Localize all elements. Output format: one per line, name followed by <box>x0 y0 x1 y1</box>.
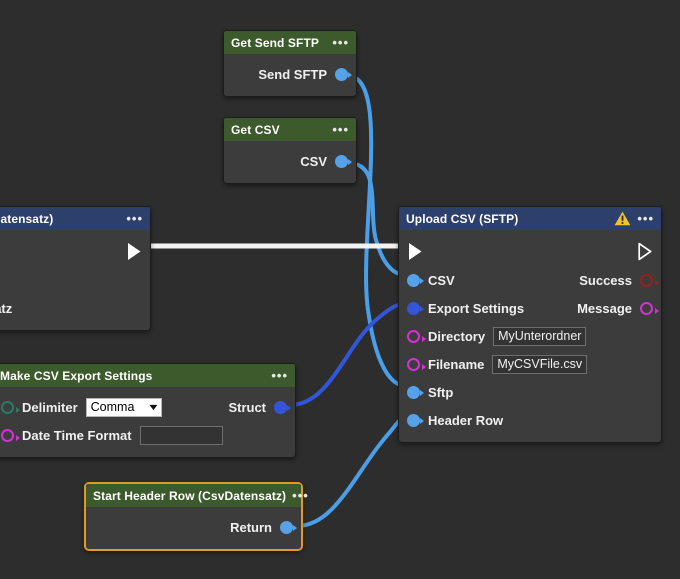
input-pin-csv[interactable] <box>407 273 424 287</box>
input-pin-directory[interactable] <box>407 329 426 343</box>
row-export-settings: Export Settings Message <box>399 294 661 322</box>
node-body: Return <box>86 507 301 549</box>
ellipsis-icon[interactable]: ••• <box>126 210 143 226</box>
row-filename: Filename MyCSVFile.csv <box>399 350 661 378</box>
node-header[interactable]: Get Send SFTP ••• <box>224 31 356 54</box>
row-csv: CSV <box>0 266 150 294</box>
node-header[interactable]: Get CSV ••• <box>224 118 356 141</box>
node-body: Delimiter Comma ▼ Struct Date Time Forma… <box>0 387 295 457</box>
pin-label: Export Settings <box>428 300 525 316</box>
pin-label: Return <box>230 519 272 535</box>
output-row-return: Return <box>86 513 301 541</box>
input-pin-filename[interactable] <box>407 357 426 371</box>
node-header[interactable]: Start Header Row (CsvDatensatz) ••• <box>86 484 308 507</box>
node-make-csv-export-settings[interactable]: Make CSV Export Settings ••• Delimiter C… <box>0 363 296 458</box>
datetime-format-input[interactable] <box>139 425 223 445</box>
row-header-row: Header Row <box>399 406 661 434</box>
pin-label: Message <box>577 300 632 316</box>
pin-label: CSV <box>428 272 455 288</box>
pin-label: Sftp <box>428 384 454 400</box>
input-pin-export-settings[interactable] <box>407 301 424 315</box>
filename-input[interactable]: MyCSVFile.csv <box>492 354 588 374</box>
input-pin-datetime-format[interactable] <box>1 428 20 442</box>
pin-label: Delimiter <box>22 399 78 415</box>
output-pin-send-sftp[interactable] <box>335 67 352 81</box>
wire-struct-to-exportsettings <box>288 302 408 407</box>
node-body: CSV Success Export Settings Message <box>399 230 661 442</box>
ellipsis-icon[interactable]: ••• <box>271 367 288 383</box>
output-row-csv: CSV <box>224 147 356 175</box>
node-body: CSV <box>224 141 356 183</box>
exec-out-arrow-icon[interactable] <box>637 242 653 261</box>
output-pin-struct[interactable] <box>274 400 291 414</box>
node-title: Get Send SFTP <box>231 35 319 50</box>
row-csv: CSV Success <box>399 266 661 294</box>
pin-label: Filename <box>428 356 485 372</box>
exec-row <box>0 236 150 266</box>
node-title: Start Header Row (CsvDatensatz) <box>93 488 287 503</box>
input-pin-sftp[interactable] <box>407 385 424 399</box>
ellipsis-icon[interactable]: ••• <box>332 34 349 50</box>
input-pin-header-row[interactable] <box>407 413 424 427</box>
row-datetime-format: Date Time Format <box>0 421 295 449</box>
node-title: Make CSV Export Settings <box>0 368 153 383</box>
pin-label: CSV <box>300 153 327 169</box>
node-body: CSV CsvDatensatz <box>0 230 150 330</box>
exec-row <box>399 236 661 266</box>
node-title: Get CSV <box>231 122 280 137</box>
node-get-csv[interactable]: Get CSV ••• CSV <box>223 117 357 184</box>
pin-label: Success <box>579 272 632 288</box>
output-pin-return[interactable] <box>280 520 297 534</box>
row-delimiter: Delimiter Comma ▼ Struct <box>0 393 295 421</box>
output-pin-csv[interactable] <box>335 154 352 168</box>
node-header[interactable]: Make CSV Export Settings ••• <box>0 364 295 387</box>
node-title: Upload CSV (SFTP) <box>406 211 519 226</box>
pin-label: Send SFTP <box>258 66 327 82</box>
chevron-down-icon: ▼ <box>146 401 160 412</box>
node-body: Send SFTP <box>224 54 356 96</box>
node-get-send-sftp[interactable]: Get Send SFTP ••• Send SFTP <box>223 30 357 97</box>
pin-label: Directory <box>428 328 486 344</box>
node-upload-csv[interactable]: Upload CSV (SFTP) ••• <box>398 206 662 443</box>
output-pin-success[interactable] <box>640 273 659 287</box>
input-pin-delimiter[interactable] <box>1 400 20 414</box>
output-row-send-sftp: Send SFTP <box>224 60 356 88</box>
node-to-csv[interactable]: o CSV (CsvDatensatz) ••• CSV CsvDatensat… <box>0 206 151 331</box>
pin-label: CsvDatensatz <box>0 300 13 316</box>
node-start-header-row[interactable]: Start Header Row (CsvDatensatz) ••• Retu… <box>84 482 308 551</box>
warning-triangle-icon[interactable] <box>614 211 631 226</box>
row-directory: Directory MyUnterordner <box>399 322 661 350</box>
ellipsis-icon[interactable]: ••• <box>292 487 309 503</box>
exec-in-arrow-icon[interactable] <box>407 242 423 261</box>
delimiter-value: Comma <box>90 400 135 414</box>
node-header[interactable]: o CSV (CsvDatensatz) ••• <box>0 207 150 230</box>
ellipsis-icon[interactable]: ••• <box>637 210 654 226</box>
ellipsis-icon[interactable]: ••• <box>332 121 349 137</box>
row-csvdatensatz: CsvDatensatz <box>0 294 150 322</box>
exec-out-arrow-icon[interactable] <box>126 242 142 261</box>
node-title: o CSV (CsvDatensatz) <box>0 211 54 226</box>
pin-label: Header Row <box>428 412 504 428</box>
wire-return-to-headerrow <box>295 413 408 528</box>
delimiter-dropdown[interactable]: Comma ▼ <box>85 397 162 417</box>
row-sftp: Sftp <box>399 378 661 406</box>
directory-input[interactable]: MyUnterordner <box>493 326 587 346</box>
node-header[interactable]: Upload CSV (SFTP) ••• <box>399 207 661 230</box>
pin-label: Date Time Format <box>22 427 132 443</box>
output-pin-message[interactable] <box>640 301 659 315</box>
pin-label: Struct <box>228 399 266 415</box>
